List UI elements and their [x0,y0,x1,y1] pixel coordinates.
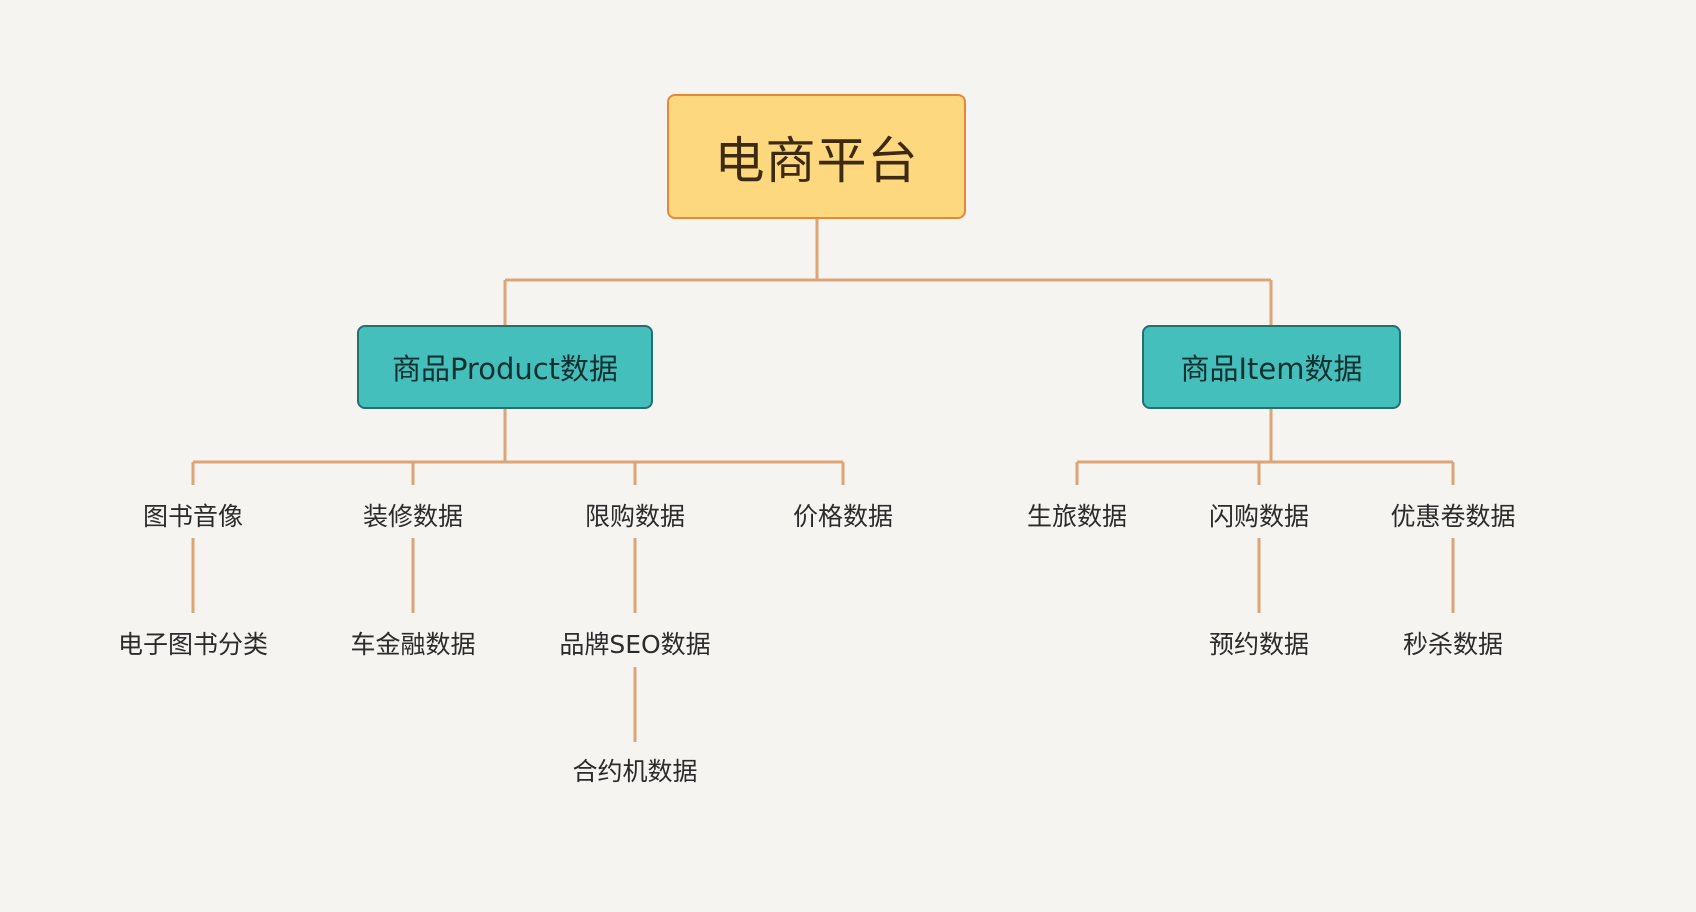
leaf-node-seckill-data: 秒杀数据 [1402,630,1504,659]
root-node: 电商平台 [667,94,966,219]
connector-product-to-children [191,409,845,485]
branch-node-product: 商品Product数据 [357,325,653,409]
branch-node-item: 商品Item数据 [1142,325,1401,409]
connector-leaf-chains [191,538,1455,742]
connector-item-to-children [1075,409,1455,485]
leaf-node-reservation-data: 预约数据 [1208,630,1310,659]
connector-root-to-branches [503,219,1273,325]
leaf-node-flash-sale-data: 闪购数据 [1208,502,1310,531]
leaf-node-contract-phone-data: 合约机数据 [572,757,698,786]
leaf-node-purchase-limit-data: 限购数据 [584,502,686,531]
leaf-node-travel-data: 生旅数据 [1026,502,1128,531]
leaf-node-price-data: 价格数据 [792,502,894,531]
leaf-node-brand-seo-data: 品牌SEO数据 [559,630,711,659]
leaf-node-coupon-data: 优惠卷数据 [1390,502,1516,531]
leaf-node-car-finance-data: 车金融数据 [350,630,476,659]
leaf-node-ebook-category: 电子图书分类 [117,630,269,659]
leaf-node-decoration-data: 装修数据 [362,502,464,531]
leaf-node-books-audio: 图书音像 [142,502,244,531]
